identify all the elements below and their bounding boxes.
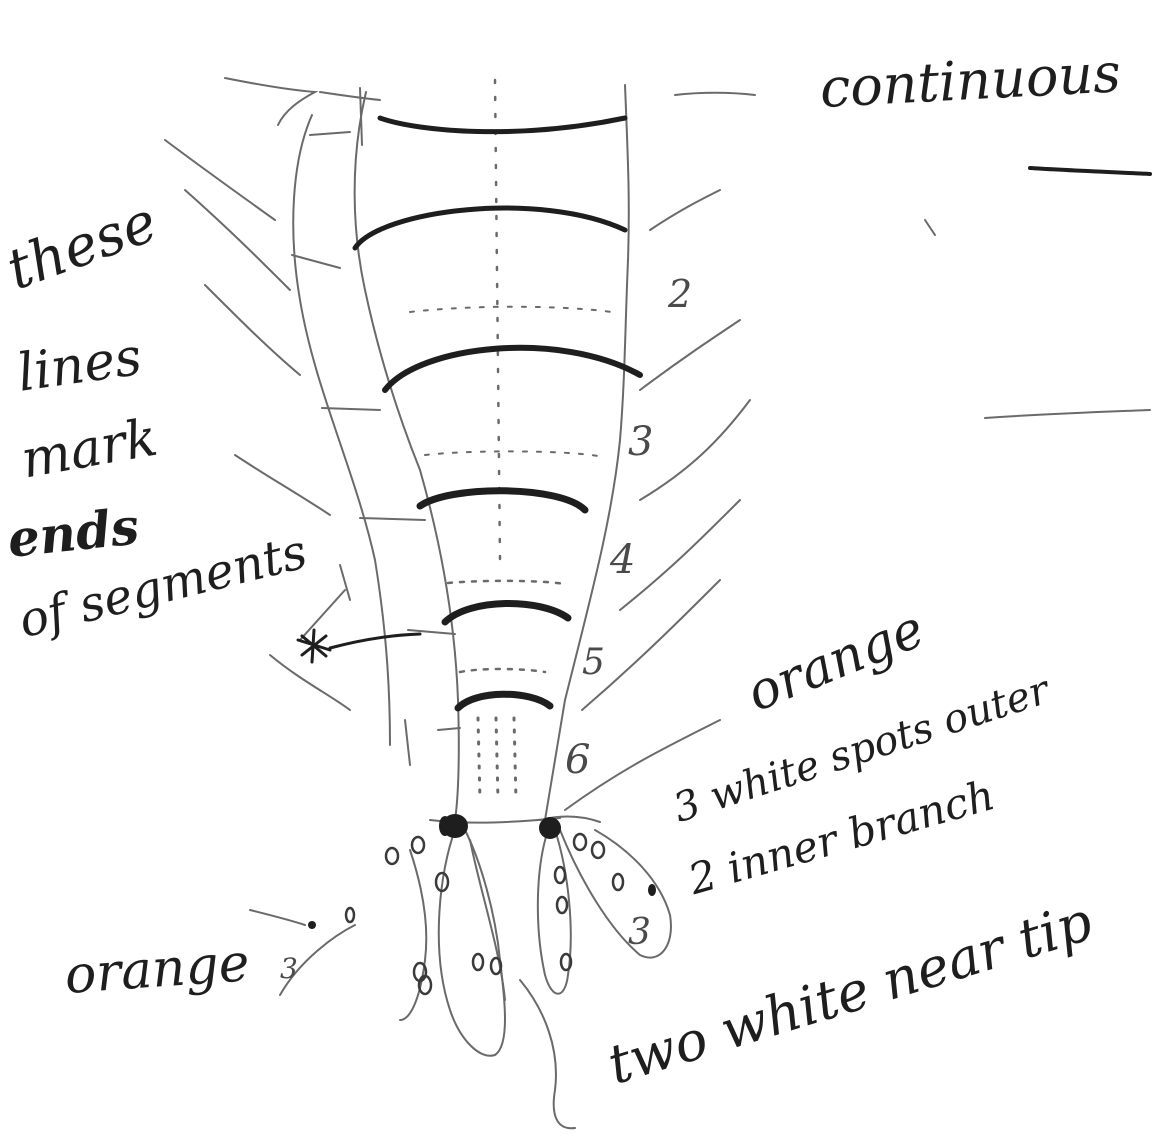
tail-spot-right [539,817,561,839]
segment-arc-2 [355,208,625,248]
segment-number-6: 6 [565,740,590,780]
segment-arc-6 [458,694,550,708]
segment-arc-5 [445,603,568,622]
segment-arc-1 [380,118,625,132]
left-note-line-4: ends [5,501,141,564]
segment-arc-4 [420,491,585,510]
tail-fan-inner-left [470,840,505,1000]
continuous-note: continuous [819,46,1122,116]
segment-arc-3 [385,348,640,390]
inner-body-outline-left [355,92,459,820]
white-spot [386,848,398,864]
segment-number-2: 2 [668,275,692,313]
top-fold [225,78,315,125]
star-mark [298,630,330,662]
body-outline-right [545,85,629,820]
orange-label-left: orange [63,937,251,1002]
segment-number-3: 3 [628,422,653,462]
segment-number-5: 5 [582,645,605,681]
fin-mark-right: 3 [628,915,651,951]
segment-number-4: 4 [610,540,635,580]
fin-mark-left: 3 [280,955,298,983]
